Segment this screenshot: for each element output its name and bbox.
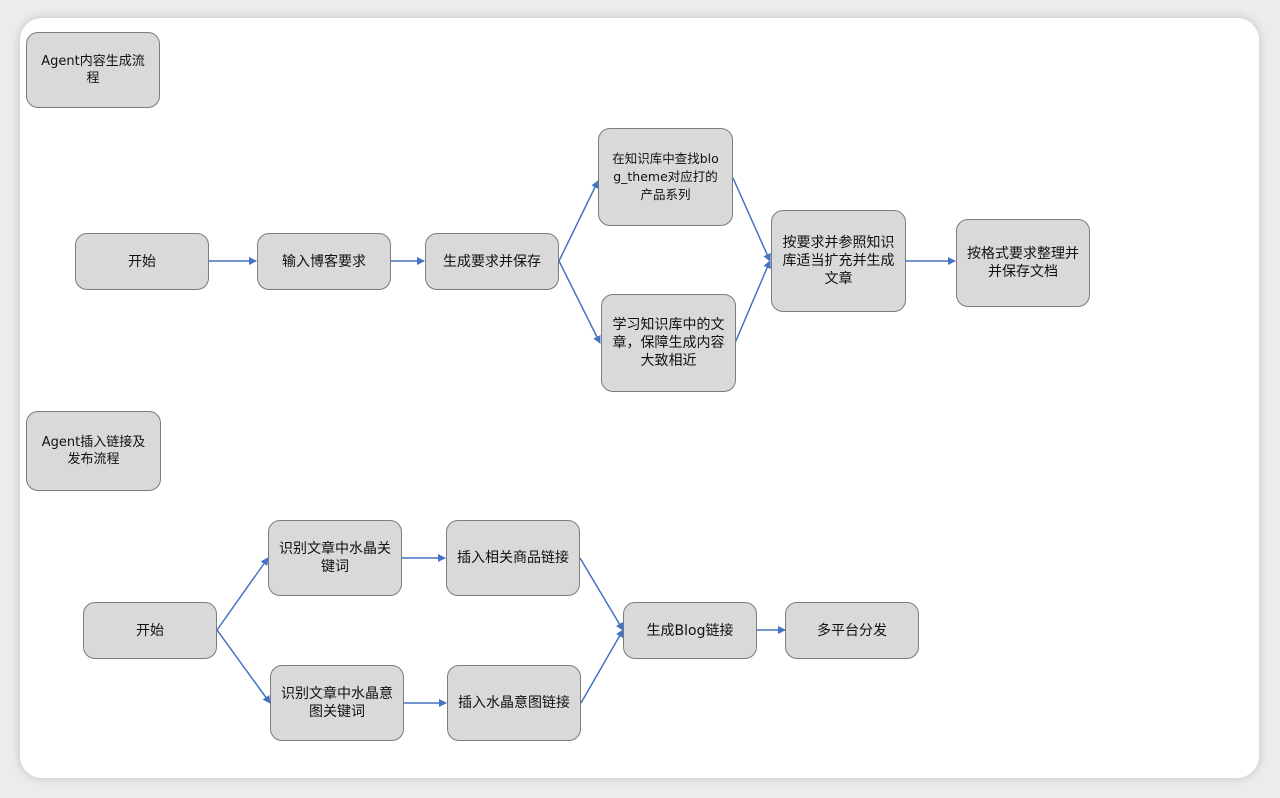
input-blog-requirements-node[interactable]: 输入博客要求 xyxy=(257,233,391,290)
flow1-start-node[interactable]: 开始 xyxy=(75,233,209,290)
edge-generate-to-kb-search xyxy=(558,180,599,262)
format-save-node[interactable]: 按格式要求整理并并保存文档 xyxy=(956,219,1090,307)
edges-layer xyxy=(209,177,956,707)
flow2-title: Agent插入链接及发布流程 xyxy=(26,411,161,491)
insert-meaning-link-node[interactable]: 插入水晶意图链接 xyxy=(447,665,581,741)
generate-blog-link-node[interactable]: 生成Blog链接 xyxy=(623,602,757,659)
edge-insert-product-to-blog-link xyxy=(579,557,624,631)
edge-kb-learn-to-expand xyxy=(734,260,771,344)
flow1-title: Agent内容生成流程 xyxy=(26,32,160,108)
edge-insert-meaning-to-blog-link xyxy=(580,629,624,704)
multi-platform-distribute-node[interactable]: 多平台分发 xyxy=(785,602,919,659)
insert-product-link-node[interactable]: 插入相关商品链接 xyxy=(446,520,580,596)
edge-generate-to-kb-learn xyxy=(558,260,601,344)
identify-crystal-keywords-node[interactable]: 识别文章中水晶关键词 xyxy=(268,520,402,596)
edge-start2-to-identify-crystal xyxy=(216,557,269,631)
edge-kb-search-to-expand xyxy=(732,177,771,262)
kb-learn-node[interactable]: 学习知识库中的文章，保障生成内容大致相近 xyxy=(601,294,736,392)
diagram-canvas: Agent内容生成流程 开始 输入博客要求 生成要求并保存 在知识库中查找blo… xyxy=(20,18,1259,778)
edge-start2-to-identify-meaning xyxy=(216,629,271,704)
kb-search-node[interactable]: 在知识库中查找blog_theme对应打的产品系列 xyxy=(598,128,733,226)
flow2-start-node[interactable]: 开始 xyxy=(83,602,217,659)
identify-meaning-keywords-node[interactable]: 识别文章中水晶意图关键词 xyxy=(270,665,404,741)
expand-article-node[interactable]: 按要求并参照知识库适当扩充并生成文章 xyxy=(771,210,906,312)
generate-requirements-node[interactable]: 生成要求并保存 xyxy=(425,233,559,290)
